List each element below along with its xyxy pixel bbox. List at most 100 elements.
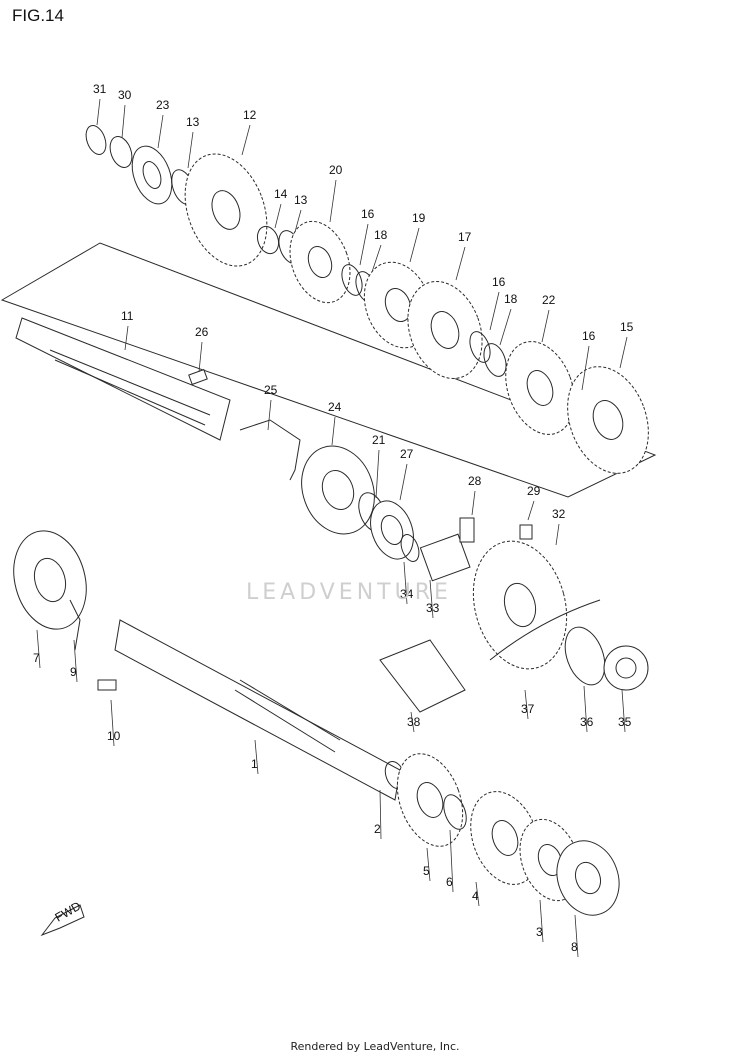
callout-label-7[interactable]: 7 — [33, 651, 40, 665]
callout-label-26[interactable]: 26 — [195, 325, 209, 339]
bearing-8[interactable] — [547, 832, 629, 924]
leader-line-7 — [36, 629, 41, 669]
gear-15[interactable] — [553, 355, 662, 484]
callout-label-37[interactable]: 37 — [521, 702, 535, 716]
callout-label-14[interactable]: 14 — [274, 187, 288, 201]
o-ring-34[interactable] — [398, 532, 423, 564]
leader-line-23 — [157, 114, 164, 149]
collar-35[interactable] — [603, 645, 649, 691]
callout-label-15[interactable]: 15 — [620, 320, 634, 334]
leader-line-30 — [121, 104, 126, 139]
callout-label-33[interactable]: 33 — [426, 601, 440, 615]
circlip-18b[interactable] — [480, 341, 510, 380]
callout-label-24[interactable]: 24 — [328, 400, 342, 414]
gear-22[interactable] — [494, 332, 587, 444]
leader-line-5 — [426, 847, 431, 882]
callout-label-34[interactable]: 34 — [400, 587, 414, 601]
callout-label-19[interactable]: 19 — [412, 211, 426, 225]
callout-label-36[interactable]: 36 — [580, 715, 594, 729]
callout-label-25[interactable]: 25 — [264, 383, 278, 397]
sprocket-32[interactable] — [460, 531, 581, 680]
leader-line-16a — [359, 223, 369, 266]
callout-label-21[interactable]: 21 — [372, 433, 386, 447]
callout-label-16a[interactable]: 16 — [361, 207, 375, 221]
callout-label-2[interactable]: 2 — [374, 822, 381, 836]
callout-label-16c[interactable]: 16 — [582, 329, 596, 343]
washer-28[interactable] — [459, 517, 475, 543]
drive-chain-37[interactable] — [489, 599, 601, 661]
bushing-14[interactable] — [254, 223, 282, 256]
callout-label-18b[interactable]: 18 — [504, 292, 518, 306]
leader-line-22 — [541, 309, 550, 343]
leader-line-25 — [267, 399, 272, 431]
bearing-24[interactable] — [290, 436, 387, 545]
leader-line-19 — [409, 227, 420, 263]
render-credit: Rendered by LeadVenture, Inc. — [290, 1040, 460, 1053]
leader-line-18a — [371, 244, 382, 273]
washer-6[interactable] — [439, 792, 470, 833]
callout-label-4[interactable]: 4 — [472, 889, 479, 903]
bolt-29[interactable] — [519, 524, 533, 540]
countershaft-group-outline — [0, 242, 657, 498]
leader-line-3 — [539, 899, 544, 943]
leader-line-11 — [124, 325, 129, 351]
callout-label-17[interactable]: 17 — [458, 230, 472, 244]
callout-label-18a[interactable]: 18 — [374, 228, 388, 242]
callout-label-32[interactable]: 32 — [552, 507, 566, 521]
leader-line-20 — [329, 179, 337, 223]
leader-line-21 — [375, 449, 380, 499]
driveshaft-1[interactable] — [114, 619, 401, 801]
bearing-7[interactable] — [3, 523, 96, 638]
circlip-31[interactable] — [82, 123, 109, 157]
leader-line-31 — [96, 98, 101, 126]
callout-label-23[interactable]: 23 — [156, 98, 170, 112]
bearing-stopper-25[interactable] — [239, 419, 301, 481]
callout-label-20[interactable]: 20 — [329, 163, 343, 177]
spacer-33[interactable] — [419, 533, 471, 582]
leader-line-9 — [73, 639, 78, 683]
washer-16a[interactable] — [338, 262, 366, 298]
callout-label-10[interactable]: 10 — [107, 729, 121, 743]
callout-label-6[interactable]: 6 — [446, 875, 453, 889]
callout-label-11[interactable]: 11 — [121, 309, 134, 323]
callout-label-13a[interactable]: 13 — [186, 115, 200, 129]
callout-label-13b[interactable]: 13 — [294, 193, 308, 207]
bearing-retainer-9[interactable] — [69, 599, 81, 651]
callout-label-30[interactable]: 30 — [118, 88, 132, 102]
chain-joint-38[interactable] — [379, 639, 466, 713]
gear-12[interactable] — [170, 143, 281, 278]
callout-label-1[interactable]: 1 — [251, 757, 258, 771]
gear-20[interactable] — [279, 213, 360, 311]
washer-36[interactable] — [558, 622, 612, 691]
callout-label-27[interactable]: 27 — [400, 447, 414, 461]
callout-label-29[interactable]: 29 — [527, 484, 541, 498]
screw-10[interactable] — [97, 679, 117, 691]
gear-5[interactable] — [385, 745, 474, 856]
leader-line-1 — [254, 739, 259, 775]
oil-seal-27[interactable] — [363, 495, 421, 565]
bearing-23[interactable] — [125, 141, 179, 210]
callout-label-38[interactable]: 38 — [407, 715, 421, 729]
countershaft-11[interactable] — [15, 317, 231, 441]
gear-17[interactable] — [395, 271, 495, 389]
leader-line-13b — [294, 209, 302, 233]
callout-label-22[interactable]: 22 — [542, 293, 556, 307]
leader-line-26 — [198, 341, 203, 373]
callout-label-3[interactable]: 3 — [536, 925, 543, 939]
leader-line-28 — [471, 490, 476, 516]
callout-label-35[interactable]: 35 — [618, 715, 632, 729]
washer-30[interactable] — [106, 134, 136, 171]
callout-label-8[interactable]: 8 — [571, 940, 578, 954]
bolt-26[interactable] — [188, 368, 208, 386]
leader-line-13a — [187, 131, 194, 169]
callout-label-16b[interactable]: 16 — [492, 275, 506, 289]
callout-label-12[interactable]: 12 — [243, 108, 257, 122]
leader-line-2 — [379, 789, 382, 840]
callout-label-31[interactable]: 31 — [93, 82, 107, 96]
callout-label-5[interactable]: 5 — [423, 864, 430, 878]
leader-line-17 — [455, 246, 466, 281]
callout-label-28[interactable]: 28 — [468, 474, 482, 488]
callout-label-9[interactable]: 9 — [70, 665, 77, 679]
leader-line-18b — [499, 308, 512, 346]
leader-line-15 — [619, 336, 628, 369]
